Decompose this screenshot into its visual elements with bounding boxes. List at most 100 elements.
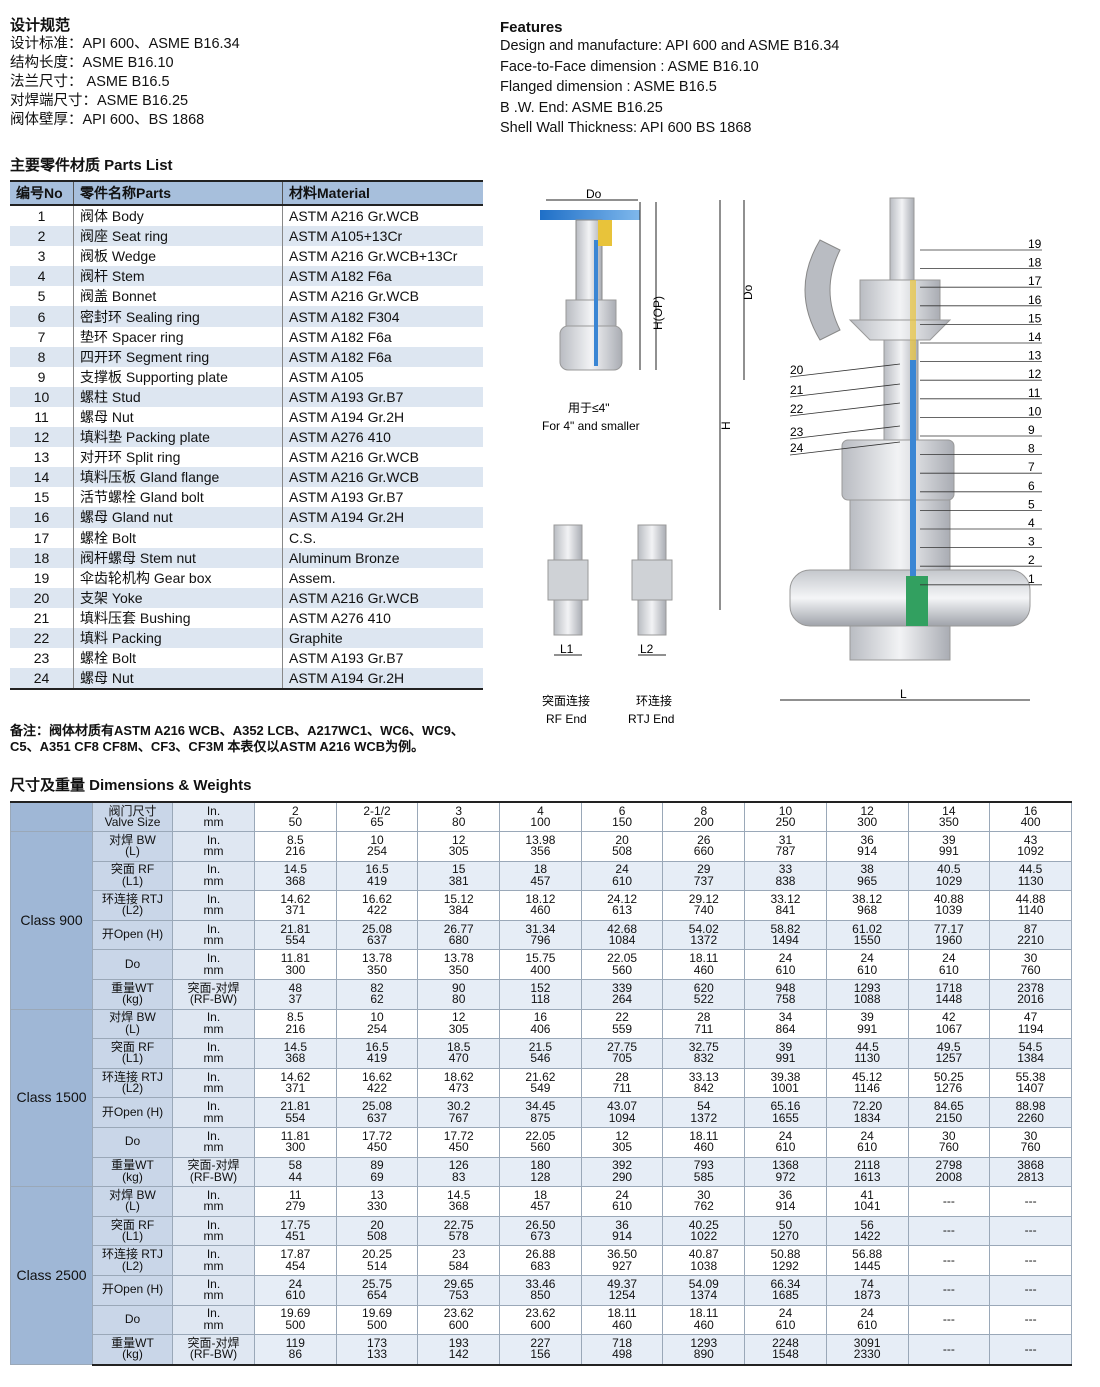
value-in: 15.12 — [443, 891, 474, 906]
part-name: 螺母 Gland nut — [73, 507, 283, 528]
label-line: (L2) — [121, 903, 144, 918]
dimension-unit: 突面-对焊(RF-BW) — [172, 1156, 255, 1188]
dimension-unit: In.mm — [172, 1067, 255, 1099]
material-note: 备注：阀体材质有ASTM A216 WCB、A352 LCB、A217WC1、W… — [10, 723, 464, 755]
value-in: 10 — [370, 832, 384, 847]
value-in: 39 — [778, 1039, 793, 1054]
pressure-class: Class 1500 — [10, 1008, 93, 1188]
label-line: (kg) — [122, 992, 143, 1007]
value-in: 11.81 — [280, 1128, 310, 1143]
value-mm: 705 — [612, 1051, 633, 1066]
unit-line: In. — [206, 832, 221, 847]
label-line: (L2) — [121, 1081, 144, 1096]
dimension-label: 环连接 RTJ(L2) — [92, 1067, 173, 1099]
value-mm: 460 — [693, 962, 714, 977]
dimension-label: 突面 RF(L1) — [92, 860, 173, 892]
callout-number: 3 — [1028, 535, 1035, 549]
value-mm: 760 — [1020, 962, 1041, 977]
value-in: 25.75 — [362, 1276, 393, 1291]
value-in: 1293 — [853, 980, 881, 995]
value-in: 21.81 — [280, 1099, 311, 1114]
callout-number: 16 — [1028, 293, 1042, 307]
size-in: 16 — [1023, 803, 1038, 818]
value-mm: 2260 — [1017, 1110, 1044, 1125]
value-mm: 300 — [285, 962, 306, 977]
header-valve-size: 阀门尺寸 Valve Size — [92, 801, 173, 832]
part-name: 对开环 Split ring — [73, 447, 283, 468]
value-mm: 1001 — [772, 1081, 799, 1096]
value-in: 34 — [778, 1010, 793, 1025]
label-line: Do — [124, 1134, 141, 1149]
value-in: 18 — [533, 862, 548, 877]
value-in: 48 — [288, 980, 303, 995]
value-in: 18 — [533, 1187, 548, 1202]
value-in: 24 — [778, 951, 793, 966]
features: Features Design and manufacture: API 600… — [500, 19, 839, 139]
part-material: Assem. — [289, 569, 336, 586]
value-mm: 356 — [530, 844, 551, 859]
value-in: 50.25 — [933, 1069, 964, 1084]
dimension-unit: 突面-对焊(RF-BW) — [172, 978, 255, 1010]
small-valve-drawing: Do H(OP) 用于≤4" For 4" and smaller — [540, 187, 665, 433]
label-line: 环连接 RTJ — [101, 1247, 164, 1262]
value-mm: 760 — [1020, 1140, 1041, 1155]
unit-line: In. — [206, 1217, 221, 1232]
value-mm: 508 — [612, 844, 633, 859]
feature-line: Shell Wall Thickness: API 600 BS 1868 — [500, 120, 752, 136]
value-mm: 508 — [367, 1229, 388, 1244]
value-in: 14.62 — [280, 1069, 311, 1084]
label-line: 对焊 BW — [109, 1187, 156, 1202]
value-mm: 864 — [775, 1021, 796, 1036]
value-mm: 305 — [612, 1140, 633, 1155]
value-mm: 69 — [370, 1169, 384, 1184]
dimension-unit: In.mm — [172, 1215, 255, 1247]
value-mm: 500 — [367, 1317, 388, 1332]
value-in: 27.75 — [607, 1039, 638, 1054]
unit-line: In. — [206, 891, 221, 906]
unit-line: In. — [206, 1128, 221, 1143]
value-in: 40.5 — [937, 862, 961, 877]
part-material: ASTM A182 F6a — [282, 266, 483, 287]
unit-line: In. — [206, 1099, 221, 1114]
value-in: 16 — [533, 1010, 548, 1025]
header-parts: 零件名称Parts — [73, 180, 283, 206]
value-mm: 1494 — [772, 933, 799, 948]
label-line: 突面 RF — [110, 1217, 155, 1232]
value-mm: 279 — [285, 1199, 306, 1214]
part-no: 20 — [10, 587, 74, 608]
value-mm: 1254 — [608, 1288, 636, 1303]
unit-line: mm — [203, 933, 224, 948]
unit-line: mm — [203, 1110, 224, 1125]
value-mm: 368 — [448, 1199, 469, 1214]
value-mm: 290 — [612, 1169, 633, 1184]
standard-line: 阀体壁厚：API 600、BS 1868 — [10, 112, 205, 128]
value-in: 19.69 — [362, 1306, 393, 1321]
